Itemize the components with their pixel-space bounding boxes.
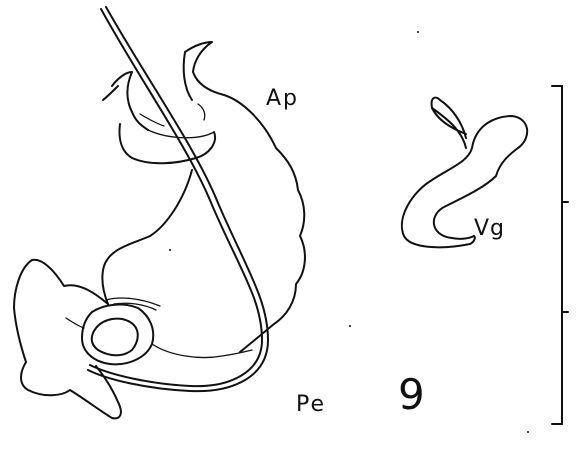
label-vagina: Vg (474, 218, 505, 240)
label-appendix: Ap (266, 88, 299, 110)
penis-organ (14, 170, 252, 418)
vagina-organ (402, 98, 527, 248)
scale-bar (552, 86, 568, 424)
vas-deferens-duct (88, 7, 268, 391)
label-penis: Pe (296, 394, 326, 416)
figure-number: 9 (398, 374, 425, 416)
